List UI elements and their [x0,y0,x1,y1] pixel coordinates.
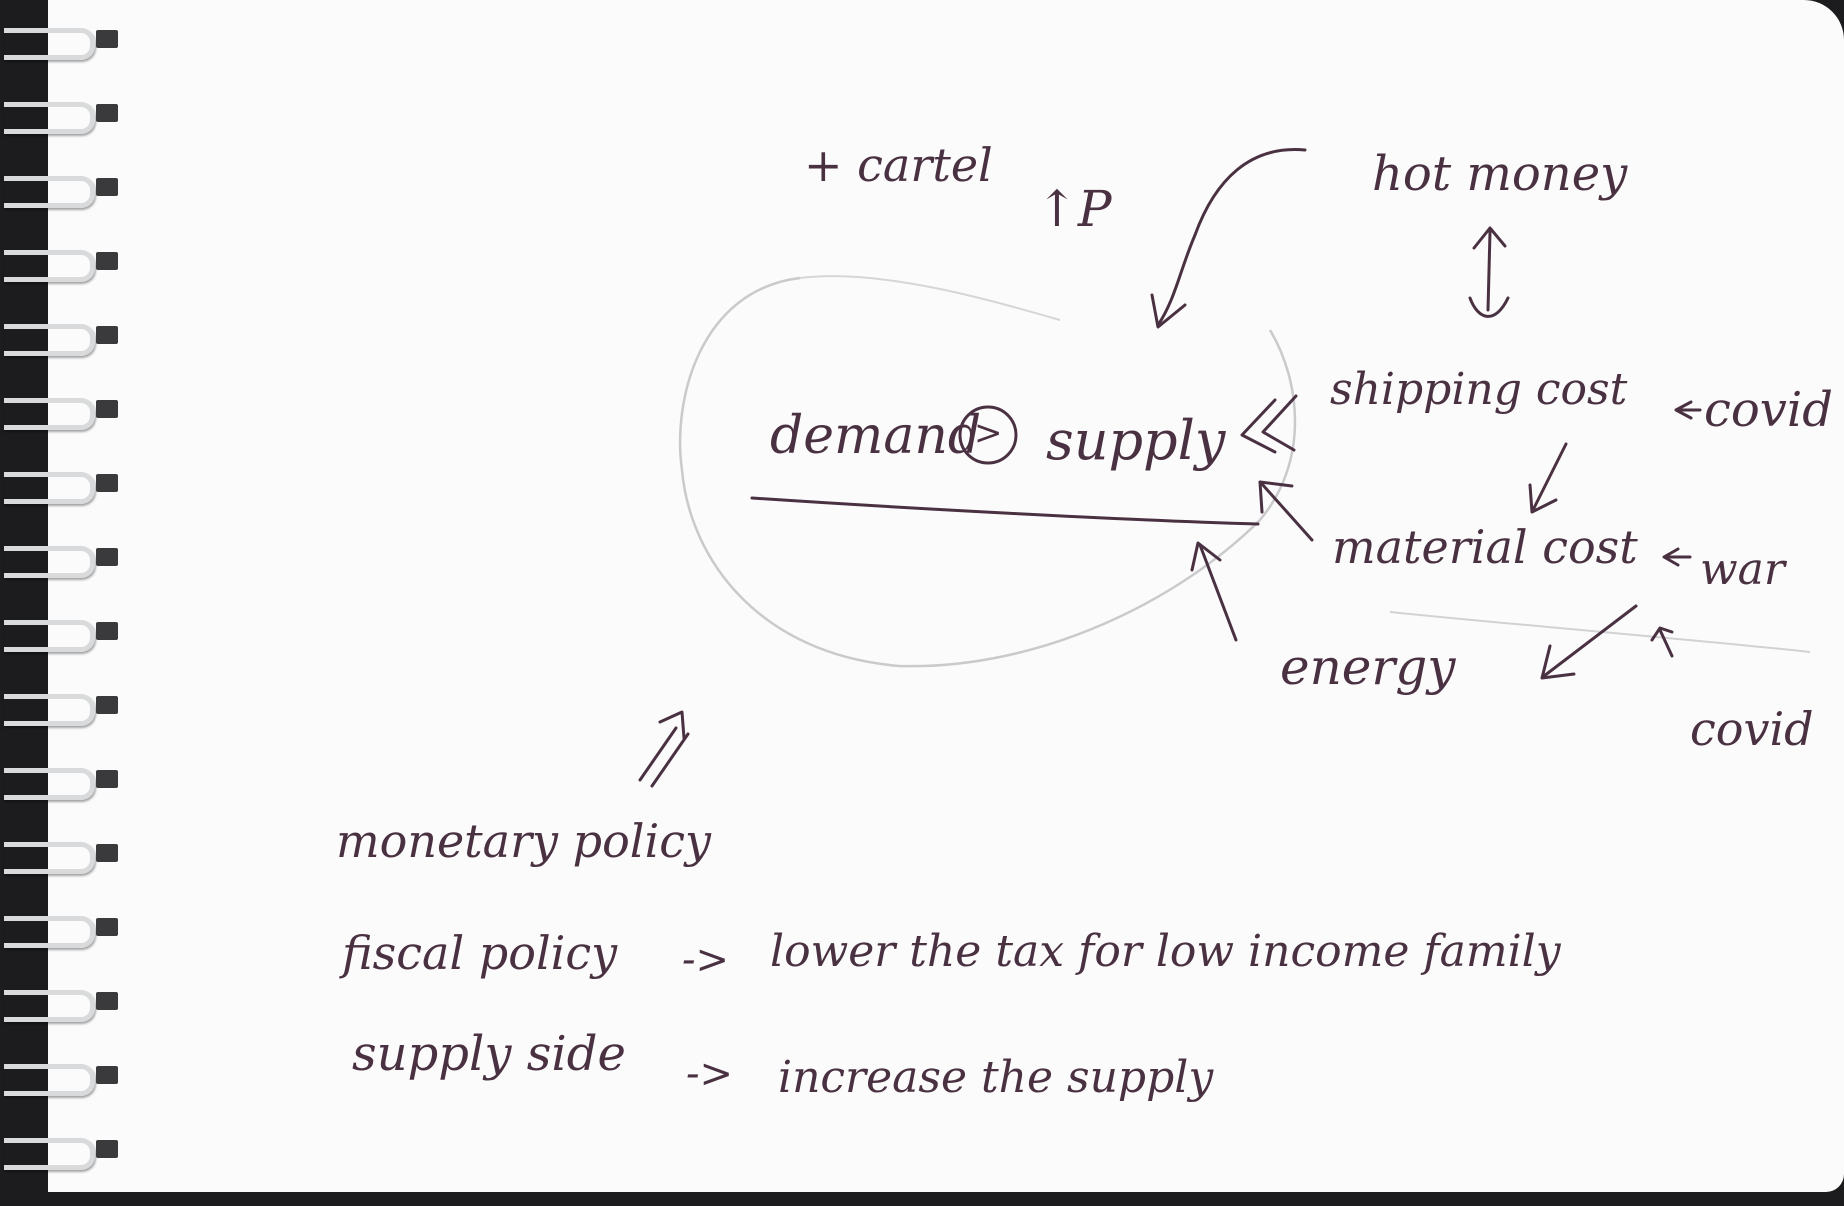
pencil-line [1389,611,1811,653]
fiscal-action-note: lower the tax for low income family [770,926,1561,977]
spiral-ring [4,536,120,580]
double-arrow [1486,230,1492,312]
monetary-policy-note: monetary policy [336,814,711,868]
material-energy-arrow [1542,604,1638,678]
greater-than-note: > [974,413,1003,453]
energy-note: energy [1280,638,1456,696]
spiral-ring [4,1054,120,1098]
hot-money-note: hot money [1372,146,1628,202]
fiscal-policy-note: fiscal policy [342,926,618,980]
spiral-ring [4,92,120,136]
material-arrow-head [1258,480,1294,514]
energy-arrow-head [1190,541,1222,572]
war-arrow [1662,547,1680,567]
double-arrow-head-bottom [1468,296,1510,318]
hot-money-arrow [1156,148,1307,327]
shipping-cost-note: shipping cost [1330,364,1628,415]
pencil-loop [678,276,1297,668]
spiral-ring [4,18,120,62]
underline [750,496,1260,526]
supply-note: supply [1046,409,1226,472]
material-energy-arrow-head [1540,644,1576,680]
covid-shipping-arrow [1674,400,1693,420]
shipping-material-arrow [1532,442,1568,510]
fiscal-arrow-note: -> [682,937,730,983]
spiral-ring [4,166,120,210]
energy-arrow [1198,543,1238,642]
notebook-page [48,0,1844,1192]
spiral-ring [4,314,120,358]
monetary-arrow-1 [638,726,678,782]
material-cost-note: material cost [1332,520,1638,574]
greater-circle [958,405,1018,465]
war-note: war [1700,544,1785,595]
monetary-arrow-head [658,710,686,740]
pencil-loop-top [799,275,1061,321]
covid-up-arrow [1658,628,1674,658]
covid-note-top: covid [1704,382,1833,438]
shipping-arrow-1 [1240,398,1277,454]
spiral-ring [4,388,120,432]
spiral-ring [4,610,120,654]
supply-side-arrow-note: -> [686,1051,734,1097]
price-up-note: ↑P [1036,180,1112,238]
double-arrow-head-top [1472,226,1507,250]
spiral-ring [4,906,120,950]
demand-note: demand [770,406,982,466]
covid-up-arrow-head [1650,626,1674,642]
spiral-ring [4,832,120,876]
spiral-ring [4,684,120,728]
spiral-ring [4,240,120,284]
supply-side-note: supply side [352,1026,626,1082]
spiral-binding [0,18,125,1188]
cartel-note: + cartel [804,138,993,192]
supply-side-action-note: increase the supply [778,1052,1214,1103]
material-arrow [1260,482,1314,542]
covid-note-bottom: covid [1690,702,1814,756]
spiral-ring [4,462,120,506]
spiral-ring [4,980,120,1024]
shipping-arrow-2 [1261,394,1298,452]
spiral-ring [4,1128,120,1172]
shipping-material-arrow-head [1528,483,1558,514]
monetary-arrow-2 [650,732,690,788]
hot-money-arrow-head [1150,293,1187,329]
spiral-ring [4,758,120,802]
